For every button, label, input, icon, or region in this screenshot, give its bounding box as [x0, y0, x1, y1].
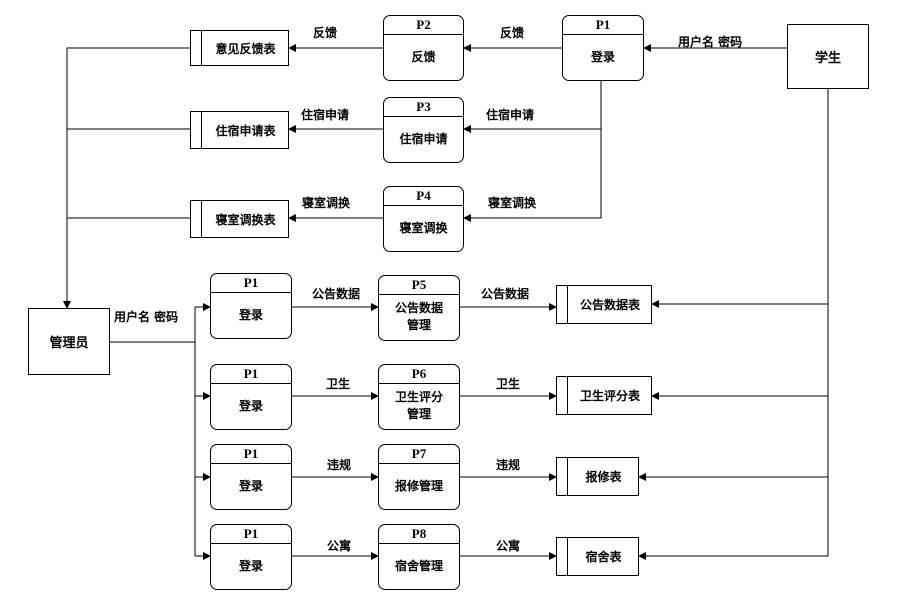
- store-label: 寝室调换表: [215, 212, 276, 227]
- process-p5-notice: P5 公告数据 管理: [378, 275, 460, 341]
- flow-label-p5-out: 公告数据: [481, 287, 530, 301]
- store-label: 住宿申请表: [215, 123, 276, 138]
- process-id: P6: [379, 365, 459, 384]
- process-id: P1: [211, 525, 291, 544]
- flow-label-p5-in: 公告数据: [312, 287, 361, 301]
- flow-feedback-admin-line: [63, 47, 190, 309]
- process-name: 反馈: [411, 49, 436, 64]
- store-dorm: 宿舍表: [556, 537, 639, 576]
- process-p1-login-c: P1 登录: [210, 444, 292, 510]
- process-p8-dorm: P8 宿舍管理: [378, 524, 460, 590]
- store-repair: 报修表: [556, 457, 639, 496]
- process-p1-login-top: P1 登录: [562, 15, 644, 81]
- store-swap: 寝室调换表: [190, 200, 289, 238]
- process-id: P1: [563, 16, 643, 35]
- process-p4-swap: P4 寝室调换: [383, 186, 464, 252]
- process-name: 寝室调换: [399, 220, 448, 235]
- process-p6-hygiene: P6 卫生评分 管理: [378, 364, 460, 430]
- process-id: P2: [384, 16, 463, 35]
- flow-label-p4-out: 寝室调换: [302, 196, 351, 210]
- flow-label-login-to-p2: 反馈: [500, 26, 525, 40]
- flow-label-p8-out: 公寓: [496, 539, 521, 553]
- store-notice: 公告数据表: [556, 285, 652, 324]
- process-id: P8: [379, 525, 459, 544]
- flow-label-admin-login: 用户名 密码: [114, 310, 179, 324]
- process-id: P1: [211, 445, 291, 464]
- store-feedback: 意见反馈表: [190, 30, 289, 66]
- flow-label-p7-out: 违规: [496, 458, 521, 472]
- process-name: 登录: [590, 49, 615, 64]
- process-p1-login-d: P1 登录: [210, 524, 292, 590]
- process-p2-feedback: P2 反馈: [383, 15, 464, 81]
- process-p1-login-a: P1 登录: [210, 273, 292, 339]
- process-id: P1: [211, 274, 291, 293]
- store-label: 公告数据表: [579, 298, 640, 312]
- store-hygiene: 卫生评分表: [556, 376, 652, 415]
- process-id: P1: [211, 365, 291, 384]
- store-label: 报修表: [585, 470, 622, 484]
- process-name: 宿舍管理: [394, 558, 443, 573]
- store-label: 意见反馈表: [215, 41, 276, 56]
- process-p1-login-b: P1 登录: [210, 364, 292, 430]
- flow-label-p8-in: 公寓: [327, 539, 352, 553]
- entity-admin: 管理员: [28, 308, 110, 375]
- store-application: 住宿申请表: [190, 111, 289, 149]
- process-id: P5: [379, 276, 459, 295]
- flow-admin-bus-line: [109, 341, 196, 556]
- flow-label-p6-in: 卫生: [326, 377, 351, 391]
- store-label: 宿舍表: [585, 550, 622, 564]
- flow-label-student-login: 用户名 密码: [678, 35, 743, 49]
- process-p3-application: P3 住宿申请: [383, 97, 464, 163]
- flow-label-p3-out: 住宿申请: [301, 108, 350, 122]
- process-name: 登录: [238, 478, 263, 493]
- process-name: 登录: [238, 307, 263, 322]
- process-p7-repair: P7 报修管理: [378, 444, 460, 510]
- process-name: 住宿申请: [399, 131, 448, 146]
- store-label: 卫生评分表: [579, 389, 640, 403]
- flow-label-p7-in: 违规: [327, 458, 352, 472]
- process-id: P4: [384, 187, 463, 206]
- process-name: 报修管理: [394, 478, 443, 493]
- process-name: 公告数据 管理: [394, 301, 443, 332]
- process-name: 登录: [238, 558, 263, 573]
- flow-label-p6-out: 卫生: [496, 377, 521, 391]
- flow-label-p2-to-store: 反馈: [313, 26, 338, 40]
- flow-p4-in-line: [463, 129, 602, 222]
- process-name: 卫生评分 管理: [394, 390, 443, 421]
- entity-student: 学生: [787, 24, 869, 89]
- process-name: 登录: [238, 398, 263, 413]
- process-id: P7: [379, 445, 459, 464]
- flow-label-p4-in: 寝室调换: [488, 196, 537, 210]
- process-id: P3: [384, 98, 463, 117]
- flow-label-p3-in: 住宿申请: [486, 108, 535, 122]
